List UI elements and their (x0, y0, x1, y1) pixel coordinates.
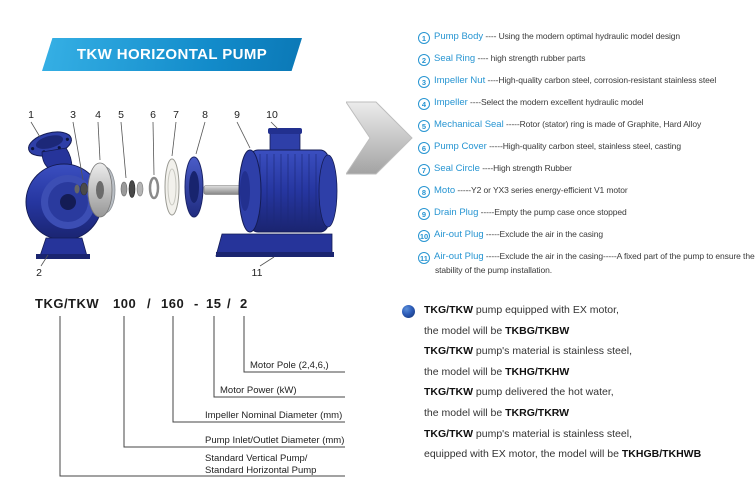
motor (238, 128, 338, 233)
diagram-label-3: 3 (70, 109, 76, 121)
part-list-item: 11 Air-out Plug -----Exclude the air in t… (418, 250, 756, 278)
part-number-labels: 1 3 4 5 6 7 8 9 10 2 11 (28, 109, 278, 279)
note-lines: TKG/TKW pump equipped with EX motor, the… (424, 300, 754, 465)
impeller (87, 162, 116, 218)
part-description: -----Exclude the air in the casing (483, 229, 603, 239)
note-line: TKG/TKW pump delivered the hot water, (424, 386, 614, 399)
callout-pump-type-line2: Standard Horizontal Pump (205, 465, 316, 476)
model-code-inlet-diameter: 100 (113, 296, 137, 311)
diagram-label-2: 2 (36, 267, 42, 279)
part-name: Seal Ring (434, 53, 476, 64)
part-list-item: 9 Drain Plug -----Empty the pump case onc… (418, 206, 756, 220)
diagram-label-8: 8 (202, 109, 208, 121)
diagram-label-11: 11 (252, 267, 263, 279)
part-description: -----Exclude the air in the casing-----A… (435, 251, 755, 275)
diagram-label-5: 5 (118, 109, 124, 121)
part-list-item: 4 Impeller ----Select the modern excellen… (418, 96, 756, 110)
part-list-item: 1 Pump Body ---- Using the modern optimal… (418, 30, 756, 44)
part-description: ---- Using the modern optimal hydraulic … (483, 31, 681, 41)
motor-base (215, 233, 334, 257)
page-title: TKW HORIZONTAL PUMP (76, 46, 268, 63)
note-line: the model will be TKRG/TKRW (424, 406, 570, 419)
part-description: -----Empty the pump case once stopped (478, 207, 627, 217)
part-number-badge: 4 (418, 98, 430, 110)
part-name: Air-out Plug (434, 251, 484, 262)
part-number-badge: 7 (418, 164, 430, 176)
exploded-pump-diagram: 1 3 4 5 6 7 8 9 10 2 11 (25, 109, 338, 279)
part-number-badge: 5 (418, 120, 430, 132)
diagram-label-9: 9 (234, 109, 240, 121)
diagram-label-7: 7 (173, 109, 179, 121)
part-list-item: 8 Moto -----Y2 or YX3 series energy-effic… (418, 184, 756, 198)
model-code-separator: / (147, 296, 152, 311)
arrow-right-icon (346, 101, 413, 175)
part-name: Seal Circle (434, 163, 480, 174)
model-code-dash: - (194, 296, 199, 311)
part-description: ----Select the modern excellent hydrauli… (467, 97, 644, 107)
part-description: -----Rotor (stator) ring is made of Grap… (503, 119, 702, 129)
model-code-breakdown: TKG/TKW 100 / 160 - 15 / 2 Motor Pole (2… (0, 296, 380, 496)
part-name: Pump Cover (434, 141, 487, 152)
title-banner: TKW HORIZONTAL PUMP (42, 38, 302, 71)
part-description: ---- high strength rubber parts (475, 53, 586, 63)
mechanical-seal (120, 180, 144, 198)
callout-inlet-diameter: Pump Inlet/Outlet Diameter (mm) (205, 435, 344, 446)
part-name: Impeller (434, 97, 468, 108)
part-number-badge: 8 (418, 186, 430, 198)
model-variant-notes: TKG/TKW pump equipped with EX motor, the… (402, 300, 754, 465)
part-list-item: 7 Seal Circle ----High strength Rubber (418, 162, 756, 176)
diagram-label-4: 4 (95, 109, 101, 121)
part-description: ----High-quality carbon steel, corrosion… (485, 75, 717, 85)
part-list-item: 5 Mechanical Seal -----Rotor (stator) rin… (418, 118, 756, 132)
part-list-item: 10 Air-out Plug -----Exclude the air in t… (418, 228, 756, 242)
model-code-motor-pole: 2 (240, 296, 248, 311)
part-number-badge: 10 (418, 230, 430, 242)
part-number-badge: 11 (418, 252, 430, 264)
note-line: TKG/TKW pump's material is stainless ste… (424, 345, 632, 358)
diagram-label-6: 6 (150, 109, 156, 121)
part-list-item: 3 Impeller Nut ----High-quality carbon st… (418, 74, 756, 88)
part-name: Drain Plug (434, 207, 479, 218)
note-line: TKG/TKW pump's material is stainless ste… (424, 427, 632, 440)
callout-motor-pole: Motor Pole (2,4,6,) (250, 360, 329, 371)
part-name: Impeller Nut (434, 75, 486, 86)
note-bullet-icon (402, 305, 415, 318)
part-number-badge: 3 (418, 76, 430, 88)
part-number-badge: 1 (418, 32, 430, 44)
model-code-impeller-diameter: 160 (161, 296, 185, 311)
parts-list: 1 Pump Body ---- Using the modern optimal… (418, 30, 756, 286)
note-line: the model will be TKHG/TKHW (424, 365, 570, 378)
model-code-motor-power: 15 (206, 296, 222, 311)
seal-circle-gasket (164, 158, 180, 216)
note-line: TKG/TKW pump equipped with EX motor, (424, 304, 619, 316)
note-line: equipped with EX motor, the model will b… (424, 448, 702, 461)
leader-lines (30, 121, 279, 267)
part-number-badge: 9 (418, 208, 430, 220)
part-name: Mechanical Seal (434, 119, 504, 130)
diagram-label-10: 10 (266, 109, 278, 121)
note-line: the model will be TKBG/TKBW (424, 324, 570, 337)
part-number-badge: 2 (418, 54, 430, 66)
part-description: -----Y2 or YX3 series energy-efficient V… (455, 185, 628, 195)
part-number-badge: 6 (418, 142, 430, 154)
model-code-series: TKG/TKW (35, 296, 100, 311)
part-name: Pump Body (434, 31, 484, 42)
part-name: Moto (434, 185, 456, 196)
part-description: ----High strength Rubber (479, 163, 572, 173)
part-description: -----High-quality carbon steel, stainles… (486, 141, 681, 151)
model-code-separator-2: / (227, 296, 232, 311)
callout-pump-type-line1: Standard Vertical Pump/ (205, 453, 308, 464)
impeller-nut (74, 182, 88, 196)
callout-impeller-diameter: Impeller Nominal Diameter (mm) (205, 410, 342, 421)
callout-motor-power: Motor Power (kW) (220, 385, 297, 396)
part-list-item: 6 Pump Cover -----High-quality carbon ste… (418, 140, 756, 154)
seal-ring-part (148, 176, 160, 200)
diagram-label-1: 1 (28, 109, 34, 121)
model-code-callout-lines: Motor Pole (2,4,6,) Motor Power (kW) Imp… (59, 316, 345, 477)
pump-cover (184, 156, 204, 218)
part-name: Air-out Plug (434, 229, 484, 240)
part-list-item: 2 Seal Ring ---- high strength rubber par… (418, 52, 756, 66)
